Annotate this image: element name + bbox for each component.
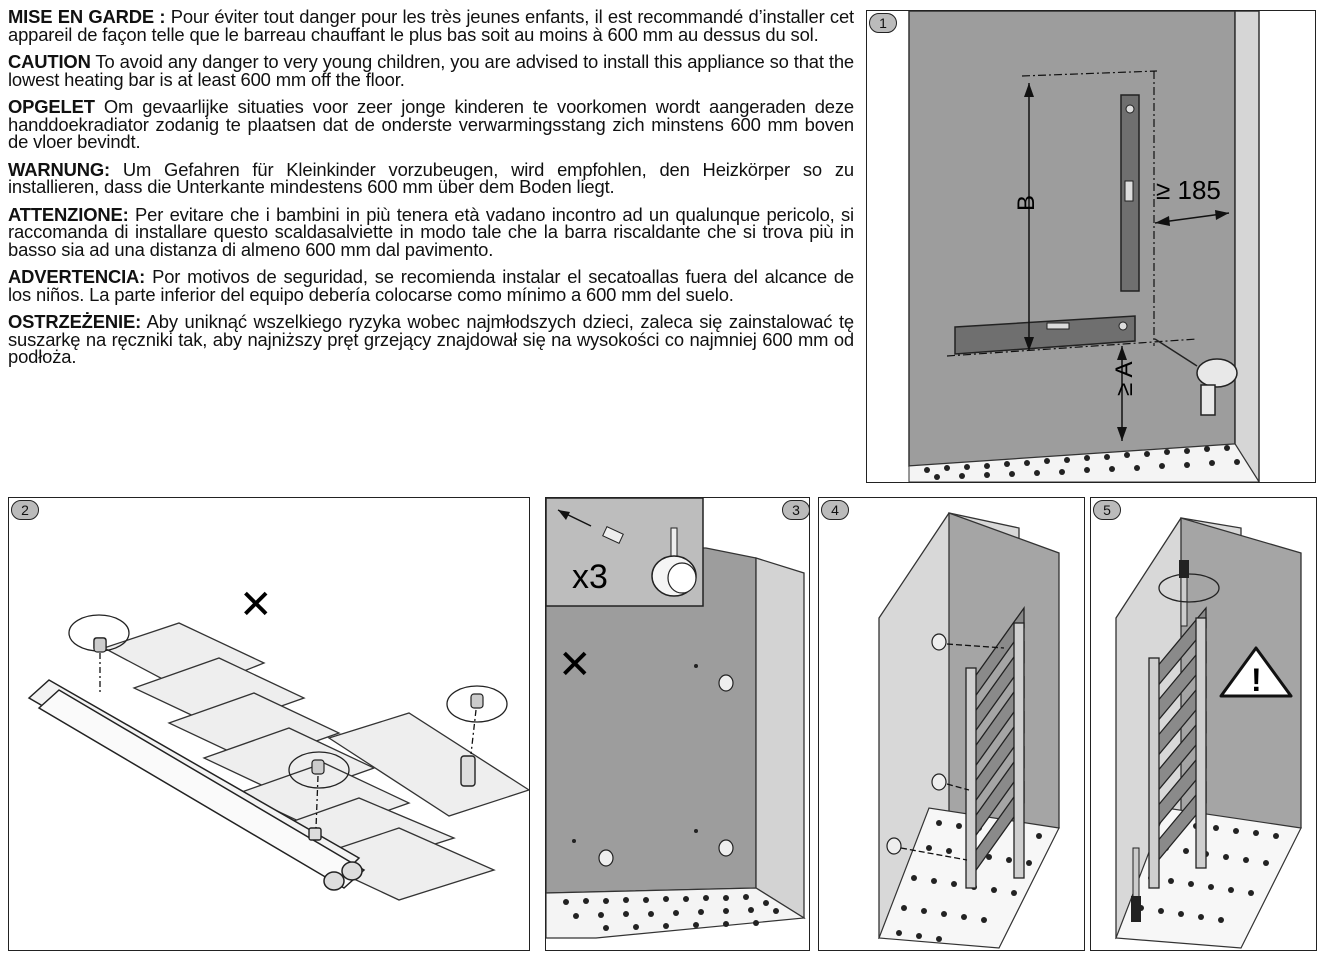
warning-heading: MISE EN GARDE :	[8, 6, 166, 27]
step-number: 2	[11, 500, 39, 520]
step-number: 3	[782, 500, 809, 520]
warning-heading: ATTENZIONE:	[8, 203, 129, 225]
warning-pl: OSTRZEŻENIE: Aby uniknąć wszelkiego ryzy…	[8, 311, 854, 367]
step-2-illustration: ✕	[27, 583, 529, 901]
step-5-illustration: !	[1115, 517, 1302, 949]
warning-body: Aby uniknąć wszelkiego ryzyka wobec najm…	[8, 311, 854, 367]
warning-heading: CAUTION	[8, 51, 91, 72]
step-4-illustration	[878, 512, 1060, 949]
wall-bracket	[886, 633, 947, 855]
warning-de: WARNUNG: Um Gefahren für Kleinkinder vor…	[8, 158, 854, 197]
step-5-panel: ! 5	[1090, 497, 1317, 951]
warning-body: Per evitare che i bambini in più tenera …	[8, 203, 854, 260]
forbidden-cross-icon: ✕	[558, 643, 592, 687]
svg-text:✕: ✕	[558, 643, 592, 687]
step-4-panel: 4	[818, 497, 1085, 951]
dimension-b-label: B	[1013, 195, 1040, 211]
warning-texts: MISE EN GARDE : Pour éviter tout danger …	[8, 6, 854, 376]
warning-fr: MISE EN GARDE : Pour éviter tout danger …	[8, 6, 854, 45]
towel-radiator	[1148, 606, 1207, 889]
warning-nl: OPGELET Om gevaarlijke situaties voor ze…	[8, 96, 854, 152]
step-3-illustration: ✕ x3	[546, 498, 809, 950]
wall-bracket	[598, 674, 734, 867]
step-2-panel: ✕ 2	[8, 497, 530, 951]
svg-text:!: !	[1251, 662, 1262, 698]
warning-heading: ADVERTENCIA:	[8, 266, 146, 287]
warning-es: ADVERTENCIA: Por motivos de seguridad, s…	[8, 266, 854, 305]
warning-body: Por motivos de seguridad, se recomienda …	[8, 266, 854, 305]
step-3-panel: ✕ x3 3	[545, 497, 810, 951]
warning-en: CAUTION To avoid any danger to very youn…	[8, 51, 854, 90]
heating-tube	[27, 679, 366, 891]
warning-body: Um Gefahren für Kleinkinder vorzubeugen,…	[8, 158, 854, 197]
screwdriver-icon	[1131, 560, 1220, 922]
svg-text:✕: ✕	[239, 583, 273, 627]
forbidden-cross-icon: ✕	[239, 583, 273, 627]
step-number: 4	[821, 500, 849, 520]
warning-body: Om gevaarlijke situaties voor zeer jonge…	[8, 96, 854, 152]
warning-triangle-icon: !	[1219, 646, 1293, 698]
quantity-label: x3	[572, 558, 608, 596]
step-number: 5	[1093, 500, 1121, 520]
warning-heading: OPGELET	[8, 96, 95, 117]
warning-heading: OSTRZEŻENIE:	[8, 311, 142, 332]
step-number: 1	[869, 13, 897, 33]
warning-body: To avoid any danger to very young childr…	[8, 51, 854, 90]
warning-heading: WARNUNG:	[8, 158, 110, 180]
hardware-inset: x3	[546, 498, 704, 607]
towel-radiator	[965, 605, 1025, 889]
warning-it: ATTENZIONE: Per evitare che i bambini in…	[8, 203, 854, 260]
step-1-panel: B ≥ 185 ≥ A 1	[866, 10, 1316, 483]
step-1-illustration: B ≥ 185 ≥ A	[908, 11, 1315, 482]
dimension-a-label: ≥ A	[1111, 361, 1138, 396]
warning-body: Pour éviter tout danger pour les très je…	[8, 6, 854, 45]
drill-icon	[1154, 338, 1238, 416]
dimension-185-label: ≥ 185	[1156, 175, 1221, 205]
